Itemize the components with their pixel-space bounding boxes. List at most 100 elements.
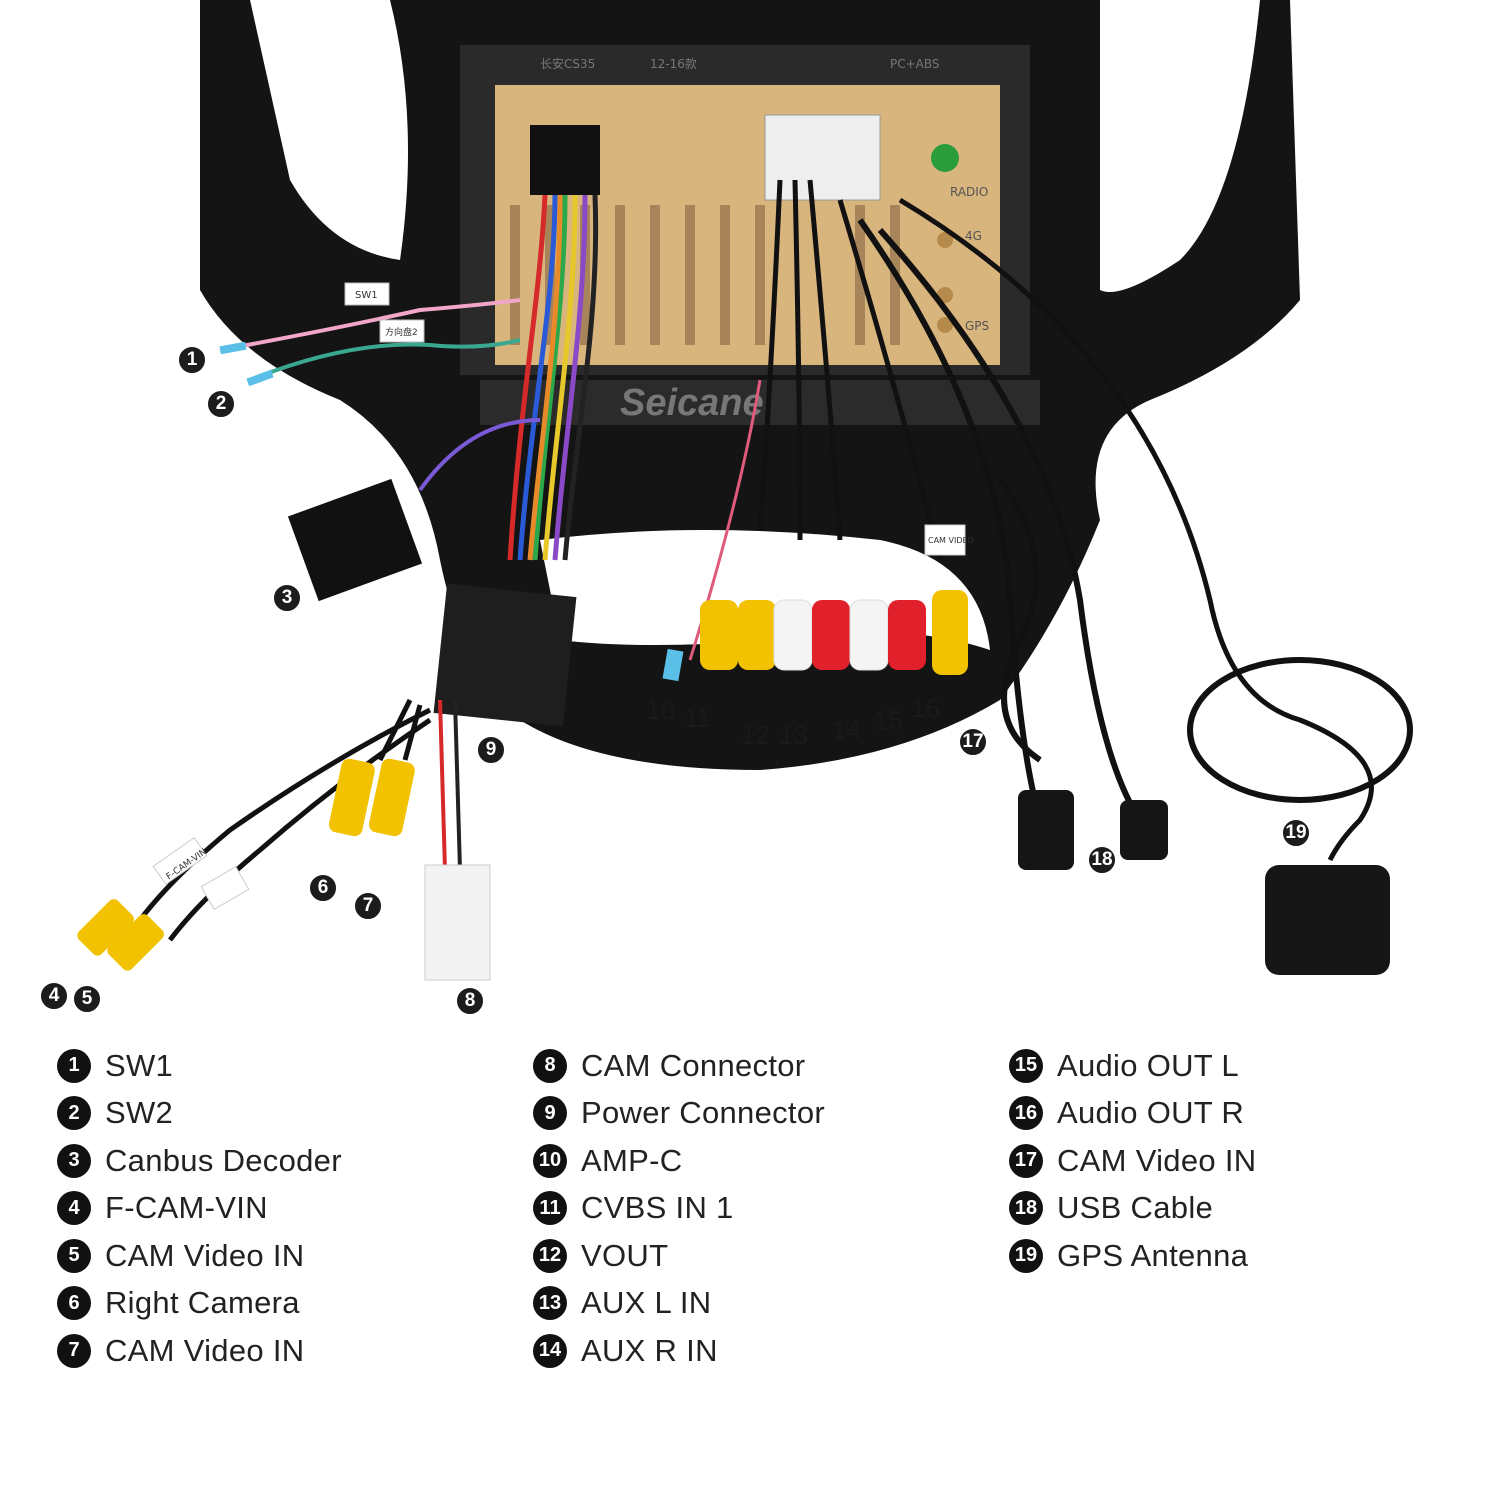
legend-label: Power Connector: [581, 1095, 826, 1131]
unit-multi-connector: [764, 114, 881, 201]
callout-18: 18: [1087, 845, 1117, 875]
callout-1: 1: [177, 345, 207, 375]
legend-number: 14: [533, 1333, 567, 1368]
legend-label: CAM Video IN: [105, 1237, 305, 1273]
wiring-photo: 长安CS35 12-16款 PC+ABS RADIO 4G GPS Seican…: [77, 0, 1413, 981]
legend-number: 5: [57, 1238, 91, 1273]
legend-number: 13: [533, 1286, 567, 1321]
legend-label: CVBS IN 1: [581, 1190, 734, 1226]
legend-number: 1: [57, 1048, 91, 1083]
legend-item: 1 SW1: [57, 1042, 342, 1090]
usb-plug-b: [1120, 800, 1168, 860]
legend-item: 5 CAM Video IN: [57, 1232, 342, 1280]
legend-number: 15: [1009, 1048, 1043, 1083]
svg-text:CAM VIDEO: CAM VIDEO: [928, 536, 974, 545]
legend-item: 9 Power Connector: [533, 1090, 825, 1138]
legend-label: Audio OUT R: [1057, 1095, 1245, 1131]
legend-item: 17 CAM Video IN: [1009, 1137, 1256, 1185]
callout-7: 7: [353, 891, 383, 921]
legend-number: 19: [1009, 1238, 1043, 1273]
legend-item: 8 CAM Connector: [533, 1042, 825, 1090]
legend-number: 7: [57, 1333, 91, 1368]
usb-cables: [857, 218, 1143, 822]
legend-number: 3: [57, 1143, 91, 1178]
legend-label: USB Cable: [1057, 1190, 1214, 1226]
legend-label: F-CAM-VIN: [105, 1190, 268, 1226]
legend-number: 17: [1009, 1143, 1043, 1178]
callout-12: 12: [741, 719, 770, 750]
power-connector: [433, 583, 577, 727]
legend-number: 10: [533, 1143, 567, 1178]
legend-label: AMP-C: [581, 1142, 683, 1178]
callout-6: 6: [308, 873, 338, 903]
callout-5: 5: [72, 984, 102, 1014]
legend-label: CAM Video IN: [105, 1332, 305, 1368]
callout-15: 15: [874, 704, 903, 735]
legend-item: 15 Audio OUT L: [1009, 1042, 1256, 1090]
legend-number: 2: [57, 1096, 91, 1131]
legend-label: SW2: [105, 1095, 174, 1131]
frame-window-right: [1100, 0, 1260, 292]
legend-label: Right Camera: [105, 1285, 300, 1321]
legend-item: 7 CAM Video IN: [57, 1327, 342, 1375]
legend-number: 11: [533, 1191, 567, 1226]
svg-text:方向盘2: 方向盘2: [385, 326, 418, 338]
legend-label: CAM Connector: [581, 1047, 806, 1083]
watermark-text: Seicane: [620, 382, 764, 424]
legend-item: 16 Audio OUT R: [1009, 1090, 1256, 1138]
legend-item: 14 AUX R IN: [533, 1327, 825, 1375]
legend-item: 4 F-CAM-VIN: [57, 1185, 342, 1233]
callout-3: 3: [272, 583, 302, 613]
gps-antenna: [1265, 865, 1390, 975]
callout-4: 4: [39, 981, 69, 1011]
legend-label: GPS Antenna: [1057, 1237, 1249, 1273]
callout-8: 8: [455, 986, 485, 1016]
legend-label: CAM Video IN: [1057, 1142, 1257, 1178]
callout-13: 13: [779, 719, 808, 750]
legend-item: 18 USB Cable: [1009, 1185, 1256, 1233]
legend-item: 12 VOUT: [533, 1232, 825, 1280]
4g-label: 4G: [965, 229, 982, 243]
rca-6-7: [328, 758, 415, 837]
legend-number: 4: [57, 1191, 91, 1226]
legend-item: 3 Canbus Decoder: [57, 1137, 342, 1185]
legend-item: 19 GPS Antenna: [1009, 1232, 1256, 1280]
legend-label: SW1: [105, 1047, 174, 1083]
legend-item: 10 AMP-C: [533, 1137, 825, 1185]
svg-text:SW1: SW1: [355, 290, 378, 301]
canbus-decoder: [287, 418, 541, 602]
legend-number: 12: [533, 1238, 567, 1273]
legend-label: AUX L IN: [581, 1285, 712, 1321]
legend-label: VOUT: [581, 1237, 669, 1273]
cam-connector: [424, 864, 491, 981]
legend-item: 2 SW2: [57, 1090, 342, 1138]
rca-bank-wires: [757, 179, 943, 561]
legend-label: Audio OUT L: [1057, 1047, 1239, 1083]
legend-item: 13 AUX L IN: [533, 1280, 825, 1328]
callout-2: 2: [206, 389, 236, 419]
legend-item: 11 CVBS IN 1: [533, 1185, 825, 1233]
legend-number: 9: [533, 1096, 567, 1131]
unit-label-model: 长安CS35: [540, 56, 595, 71]
callout-10: 10: [646, 694, 675, 725]
legend-label: AUX R IN: [581, 1332, 718, 1368]
callout-17: 17: [958, 727, 988, 757]
radio-port: [931, 144, 959, 172]
legend-label: Canbus Decoder: [105, 1142, 342, 1178]
rca-bank: [700, 590, 968, 675]
cam-leads: [138, 698, 432, 942]
callout-16: 16: [911, 692, 940, 723]
legend-number: 16: [1009, 1096, 1043, 1131]
legend-number: 6: [57, 1286, 91, 1321]
gps-cable: [898, 197, 1374, 862]
legend-number: 18: [1009, 1191, 1043, 1226]
callout-14: 14: [832, 714, 861, 745]
callout-9: 9: [476, 735, 506, 765]
radio-label: RADIO: [950, 185, 988, 199]
callout-19: 19: [1281, 818, 1311, 848]
legend-number: 8: [533, 1048, 567, 1083]
unit-main-connector: [530, 125, 600, 195]
frame-window-left: [250, 0, 408, 260]
